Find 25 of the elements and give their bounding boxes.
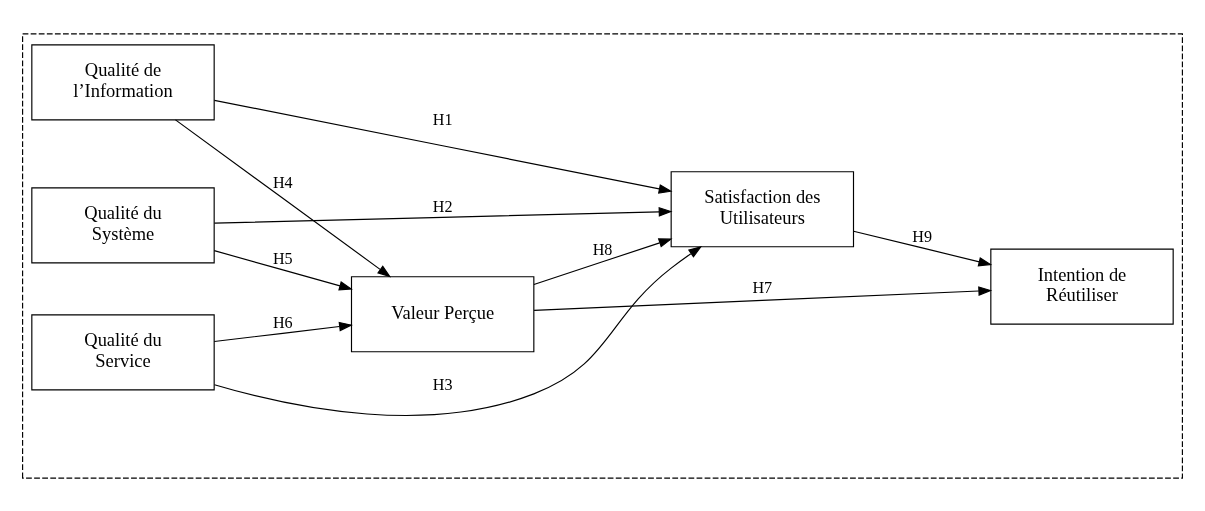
node-box: Qualité de l’Information	[31, 43, 215, 120]
arrow	[213, 206, 673, 224]
edge-label: H8	[592, 240, 613, 257]
edge-label: H7	[752, 278, 773, 296]
edge-label: H6	[272, 313, 293, 331]
edge-label: H2	[432, 197, 453, 215]
edge-label: H3	[432, 375, 453, 393]
node-box: Intention de Réutiliser	[990, 248, 1174, 325]
node-box: Satisfaction des Utilisateurs	[670, 170, 855, 247]
node-box: Qualité du Service	[31, 313, 215, 390]
edge-label: H4	[272, 173, 293, 191]
arrow	[533, 285, 993, 311]
arrow	[174, 118, 392, 277]
edge-label: H1	[432, 110, 453, 128]
arrow	[213, 249, 353, 290]
node-box: Qualité du Système	[31, 186, 215, 263]
arrow	[213, 99, 673, 194]
arrow	[213, 245, 703, 416]
edge-label: H5	[272, 249, 293, 267]
edge-label: H9	[912, 227, 933, 245]
node-box: Valeur Perçue	[350, 275, 535, 352]
cluster	[22, 32, 1183, 479]
arrow	[853, 230, 993, 266]
arrow	[533, 237, 673, 285]
arrow	[213, 321, 353, 342]
